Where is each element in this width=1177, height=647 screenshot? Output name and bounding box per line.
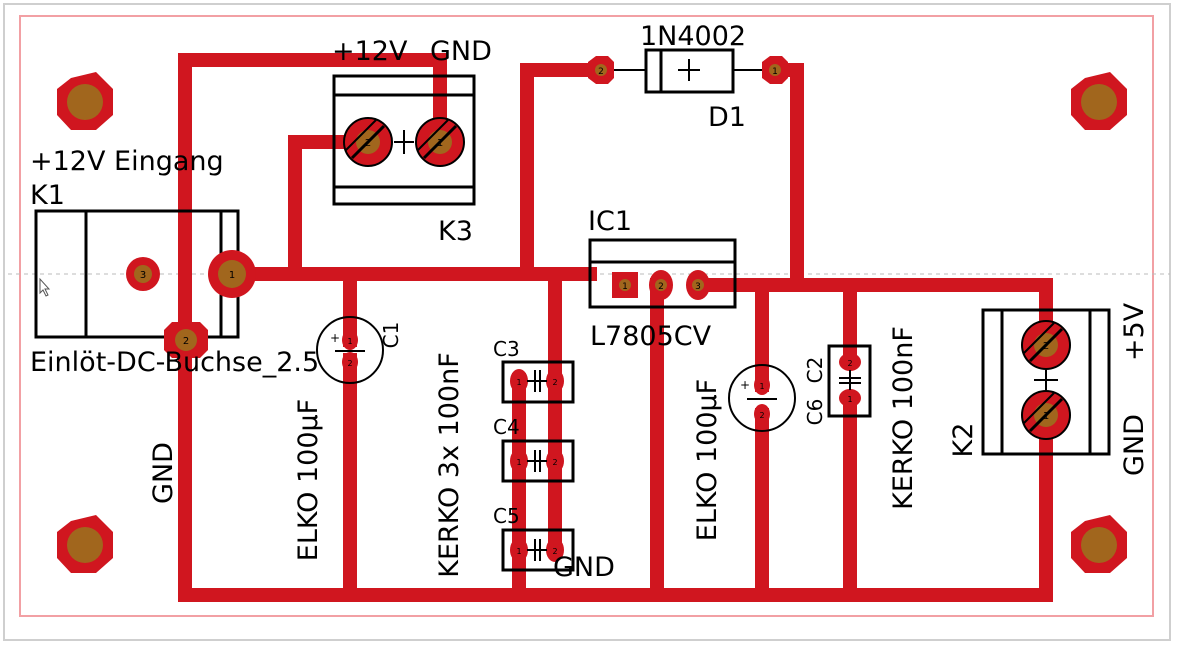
d1-pin-1-label: 1 — [772, 67, 778, 77]
d1-pin-2-label: 2 — [598, 67, 604, 77]
gnd-left-label: GND — [148, 442, 179, 504]
c6-pin-2-label: 2 — [759, 411, 764, 420]
c1-name-label: C1 — [379, 322, 403, 349]
c2-pin-1-label: 1 — [847, 395, 852, 404]
k3-outline — [332, 74, 476, 206]
ic1-name-label: IC1 — [588, 206, 632, 237]
trace-to-diode-anode — [520, 63, 607, 281]
c2-pin-2-label: 2 — [847, 359, 852, 368]
c6-electrolytic: 1 2 + — [728, 364, 796, 432]
k1-pin-2-label: 2 — [183, 336, 189, 347]
c4-pin-2-label: 2 — [552, 458, 557, 467]
c2-ceramic: 2 1 — [827, 344, 872, 418]
c1-pin-1-label: 1 — [347, 337, 352, 346]
d1-diode: 2 1 — [588, 48, 788, 94]
k3-plus-label: +12V — [332, 36, 408, 67]
d1-value-label: 1N4002 — [640, 21, 746, 52]
c4-ceramic: 1 2 — [501, 439, 575, 483]
d1-name-label: D1 — [708, 102, 746, 133]
ic1-regulator: 1 2 3 — [588, 238, 737, 309]
c1-electrolytic: 1 2 + — [316, 316, 384, 384]
k1-dc-jack: 3 1 2 — [34, 209, 256, 358]
k1-title-text: +12V Eingang — [30, 146, 224, 177]
ic1-outline — [588, 238, 737, 309]
trace-gnd-top — [178, 53, 447, 347]
c1-outline — [316, 316, 384, 384]
k3-pin-2-label: 2 — [365, 138, 371, 149]
c6-pin-1-label: 1 — [759, 382, 764, 391]
c5-name-label: C5 — [493, 504, 520, 528]
c6-pad-1 — [754, 375, 770, 395]
trace-5v-rail — [691, 278, 1053, 352]
c2-name-label: C2 — [803, 357, 827, 384]
ic1-value-label: L7805CV — [590, 321, 712, 352]
c5-ceramic: 1 2 — [501, 528, 575, 572]
c1-pin-2-label: 2 — [347, 359, 352, 368]
ic1-pin-3-label: 3 — [695, 282, 701, 292]
c5-pad-1 — [510, 538, 528, 562]
c6-plus-marker: + — [740, 378, 750, 392]
c4-pin-1-label: 1 — [516, 458, 521, 467]
c3-pad-1 — [510, 369, 528, 393]
k1-pin-3-label: 3 — [140, 270, 146, 281]
c345-value-label: KERKO 3x 100nF — [434, 352, 465, 578]
c1-pad-2 — [342, 352, 358, 372]
c6-outline — [728, 364, 796, 432]
k3-name-label: K3 — [438, 216, 473, 247]
c3-pin-1-label: 1 — [516, 378, 521, 387]
c5-pin-2-label: 2 — [552, 547, 557, 556]
c6-pad-2 — [754, 404, 770, 424]
mouse-cursor-icon — [39, 277, 51, 297]
board-outline — [19, 15, 1154, 617]
c6-value-label: ELKO 100µF — [692, 379, 723, 541]
c3-pad-2 — [546, 369, 564, 393]
window-frame — [3, 3, 1171, 641]
k2-name-label: K2 — [948, 423, 979, 458]
k2-plus-label: +5V — [1119, 302, 1150, 361]
mounting-holes — [57, 72, 1127, 573]
c1-plus-marker: + — [330, 331, 340, 345]
gnd-bottom-label: GND — [553, 552, 615, 583]
c2-pad-2 — [839, 353, 861, 371]
c2-pad-1 — [839, 389, 861, 407]
k2-pin-1-label: 1 — [1043, 411, 1049, 422]
c4-pad-1 — [510, 449, 528, 473]
k1-value-text: Einlöt-DC-Buchse_2.5 — [30, 347, 319, 378]
c3-pin-2-label: 2 — [552, 378, 557, 387]
ic1-pin-1-label: 1 — [622, 282, 628, 292]
k1-name-text: K1 — [30, 180, 65, 211]
c1-value-label: ELKO 100µF — [293, 399, 324, 561]
c6-name-label: C6 — [803, 399, 827, 426]
c3-name-label: C3 — [493, 337, 520, 361]
c3-ceramic: 1 2 — [501, 360, 575, 404]
k2-terminal: 2 1 — [981, 308, 1111, 456]
k3-gnd-label: GND — [430, 36, 492, 67]
k3-pin-1-label: 1 — [437, 138, 443, 149]
k2-pin-2-label: 2 — [1043, 341, 1049, 352]
k3-terminal: 2 1 — [332, 74, 476, 206]
k1-pin-1-label: 1 — [229, 270, 235, 281]
c2-value-label: KERKO 100nF — [888, 326, 919, 510]
k2-gnd-label: GND — [1119, 414, 1150, 476]
k2-outline — [981, 308, 1111, 456]
c1-pad-1 — [342, 330, 358, 350]
c5-pin-1-label: 1 — [516, 547, 521, 556]
c4-pad-2 — [546, 449, 564, 473]
c5-pad-2 — [546, 538, 564, 562]
c4-name-label: C4 — [493, 415, 520, 439]
ic1-pin-2-label: 2 — [658, 282, 664, 292]
trace-diode-cathode — [768, 63, 804, 292]
